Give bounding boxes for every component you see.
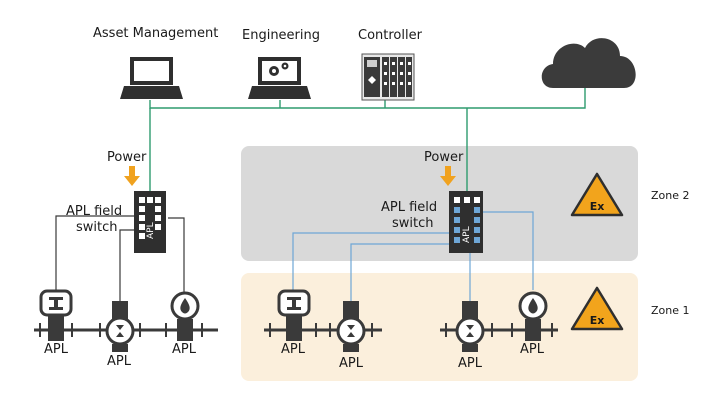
ex-badge-zone1: Ex	[590, 314, 605, 327]
pipe-flanges	[39, 323, 553, 337]
power-arrow-right	[440, 166, 456, 186]
apl-label-7: APL	[520, 342, 544, 357]
power-label-left: Power	[107, 150, 147, 165]
controller-icon	[361, 53, 415, 101]
apl-label-2: APL	[107, 354, 131, 369]
zone2-area	[241, 146, 638, 261]
ethernet-backbone	[149, 88, 586, 196]
flow-meter-icon-zone1-b	[455, 301, 485, 352]
left-switch-chip-label: APL	[146, 222, 156, 239]
left-apl-wiring	[55, 215, 185, 303]
apl-label-6: APL	[458, 356, 482, 371]
pressure-transmitter-icon-zone1	[277, 289, 311, 341]
left-switch-label-line2: switch	[76, 220, 118, 235]
ex-warning-icon-zone2	[570, 172, 624, 217]
right-switch-label-line1: APL field	[381, 200, 438, 215]
flow-meter-icon	[105, 301, 135, 352]
right-switch-chip-label: APL	[462, 226, 472, 243]
zone1-label: Zone 1	[651, 304, 690, 317]
zone2-label: Zone 2	[651, 189, 690, 202]
pressure-transmitter-icon	[39, 289, 73, 341]
apl-label-4: APL	[281, 342, 305, 357]
right-switch-label-line2: switch	[392, 216, 434, 231]
ex-warning-icon-zone1	[570, 286, 624, 331]
left-switch-label-line1: APL field	[66, 204, 123, 219]
apl-label-5: APL	[339, 356, 363, 371]
laptop-gear-icon	[248, 57, 311, 99]
controller-label: Controller	[358, 28, 422, 43]
cloud-icon	[541, 38, 636, 88]
asset-management-label: Asset Management	[93, 26, 219, 41]
right-apl-switch	[449, 191, 483, 253]
level-sensor-icon-zone1	[518, 291, 548, 341]
left-apl-switch	[134, 191, 166, 253]
power-arrow-left	[124, 166, 140, 186]
ex-badge-zone2: Ex	[590, 200, 605, 213]
apl-label-1: APL	[44, 342, 68, 357]
level-sensor-icon	[170, 291, 200, 341]
engineering-label: Engineering	[242, 28, 320, 43]
apl-label-3: APL	[172, 342, 196, 357]
power-label-right: Power	[424, 150, 464, 165]
flow-meter-icon-zone1	[336, 301, 366, 352]
laptop-icon	[120, 57, 183, 99]
